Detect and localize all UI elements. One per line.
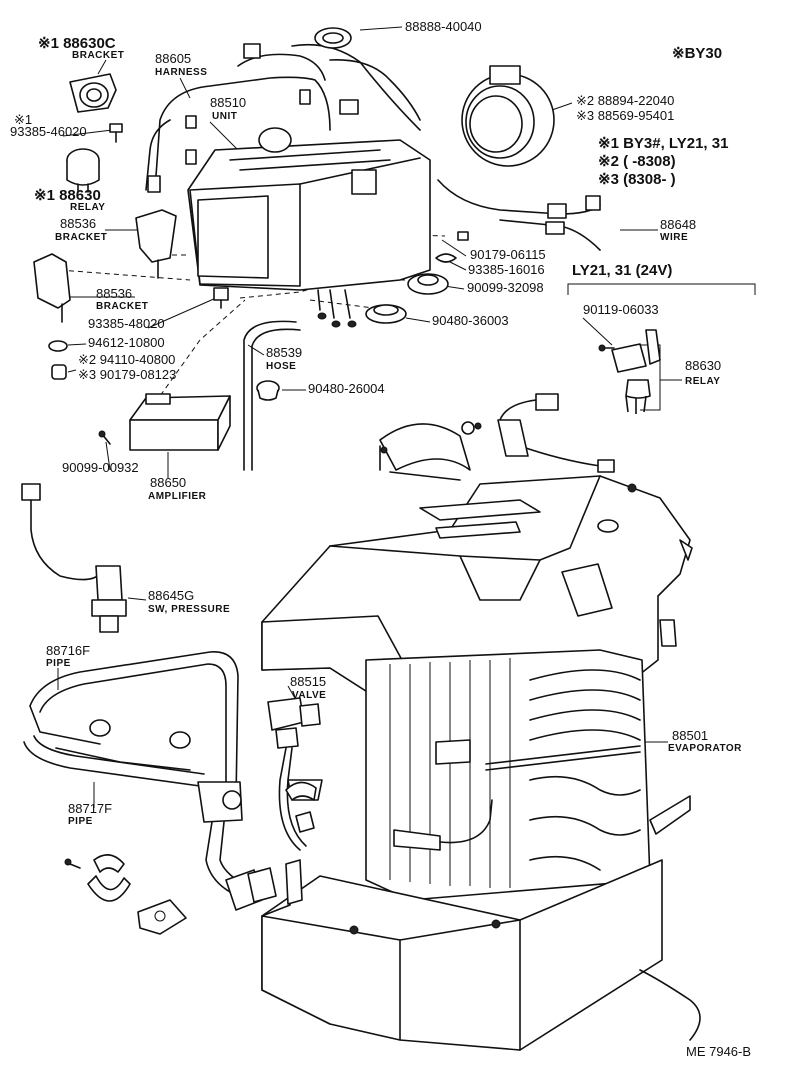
note-1: ※1 BY3#, LY21, 31	[598, 135, 728, 152]
label-90099-32098: 90099-32098	[467, 280, 544, 295]
bolt-icon	[109, 123, 123, 143]
label-88650: 88650	[150, 475, 186, 490]
caption-amplifier: AMPLIFIER	[148, 491, 207, 502]
label-93385-46020: 93385-46020	[10, 124, 87, 139]
caption-hose: HOSE	[266, 361, 296, 372]
strap-bracket	[379, 421, 475, 481]
caption-pipe-lower: PIPE	[68, 816, 93, 827]
evaporator-core-88501	[365, 649, 651, 901]
label-88630: ※1 88630	[34, 187, 101, 204]
grommet-90480-26004	[256, 380, 280, 401]
grommet-88888	[314, 27, 352, 49]
label-88630-relay-24v: 88630	[685, 358, 721, 373]
label-mark-1: ※1	[14, 112, 32, 127]
bracket-88536-bottom	[33, 253, 71, 323]
pipe-88716f	[29, 651, 239, 801]
caption-evaporator: EVAPORATOR	[668, 743, 742, 754]
clip-icon	[285, 781, 317, 801]
caption-relay-24v: RELAY	[685, 376, 720, 387]
label-88716f: 88716F	[46, 643, 90, 658]
bracket-88630c	[69, 73, 117, 113]
caption-wire: WIRE	[660, 232, 688, 243]
caption-pipe-upper: PIPE	[46, 658, 71, 669]
label-90179-06115: 90179-06115	[470, 247, 546, 262]
label-90480-36003: 90480-36003	[432, 313, 509, 328]
caption-relay: RELAY	[70, 202, 105, 213]
label-90119-06033: 90119-06033	[583, 302, 659, 317]
labels-layer: ※1 88630C BRACKET 88605 HARNESS 88888-40…	[10, 19, 751, 1059]
label-93385-48020: 93385-48020	[88, 316, 165, 331]
caption-unit: UNIT	[212, 111, 237, 122]
hose-88539	[243, 320, 301, 471]
hardware-small	[48, 231, 469, 380]
label-88510: 88510	[210, 95, 246, 110]
label-93385-16016: 93385-16016	[468, 262, 545, 277]
label-88536-top: 88536	[60, 216, 96, 231]
caption-bracket-top: BRACKET	[55, 232, 107, 243]
relay-group-note: LY21, 31 (24V)	[572, 262, 672, 279]
caption-harness: HARNESS	[155, 67, 207, 78]
label-88894-22040: ※2 88894-22040	[576, 93, 674, 108]
label-88717f: 88717F	[68, 801, 112, 816]
caption-bracket: BRACKET	[72, 50, 124, 61]
label-88645g: 88645G	[148, 588, 194, 603]
pipe-clamps	[64, 854, 187, 935]
relay-88630	[66, 148, 100, 193]
label-88630c: ※1 88630C	[38, 35, 116, 52]
amplifier-88650	[129, 393, 231, 451]
screw-icon	[98, 430, 111, 445]
relay-24v-cluster	[598, 329, 661, 414]
label-88536-bottom: 88536	[96, 286, 132, 301]
pipe-88717f	[23, 735, 277, 911]
harness-88605	[145, 43, 421, 193]
label-94110-40800: ※2 94110-40800	[78, 352, 175, 367]
expansion-valve-88515	[267, 697, 323, 851]
label-90179-08123: ※3 90179-08123	[78, 367, 176, 382]
note-2: ※2 ( -8308)	[598, 153, 676, 170]
clamp-ring-88894	[461, 65, 555, 167]
label-88605: 88605	[155, 51, 191, 66]
footer-code: ME 7946-B	[686, 1044, 751, 1059]
bracket-88536-top	[135, 209, 177, 279]
label-90099-00932: 90099-00932	[62, 460, 139, 475]
label-88648: 88648	[660, 217, 696, 232]
label-88569-95401: ※3 88569-95401	[576, 108, 674, 123]
evaporator-case-lower	[261, 795, 701, 1051]
caption-bracket-bottom: BRACKET	[96, 301, 148, 312]
label-88501: 88501	[672, 728, 708, 743]
note-3: ※3 (8308- )	[598, 171, 676, 188]
unit-88510	[187, 127, 431, 328]
caption-sw-pressure: SW, PRESSURE	[148, 604, 230, 615]
pressure-switch-88645g	[21, 483, 127, 633]
connector-harness-right	[474, 393, 615, 473]
label-88888-40040: 88888-40040	[405, 19, 482, 34]
label-88515: 88515	[290, 674, 326, 689]
label-94612-10800: 94612-10800	[88, 335, 165, 350]
caption-valve: VALVE	[292, 690, 326, 701]
label-88539: 88539	[266, 345, 302, 360]
wire-88648	[437, 179, 601, 251]
model-note: ※BY30	[672, 45, 722, 62]
label-90480-26004: 90480-26004	[308, 381, 385, 396]
